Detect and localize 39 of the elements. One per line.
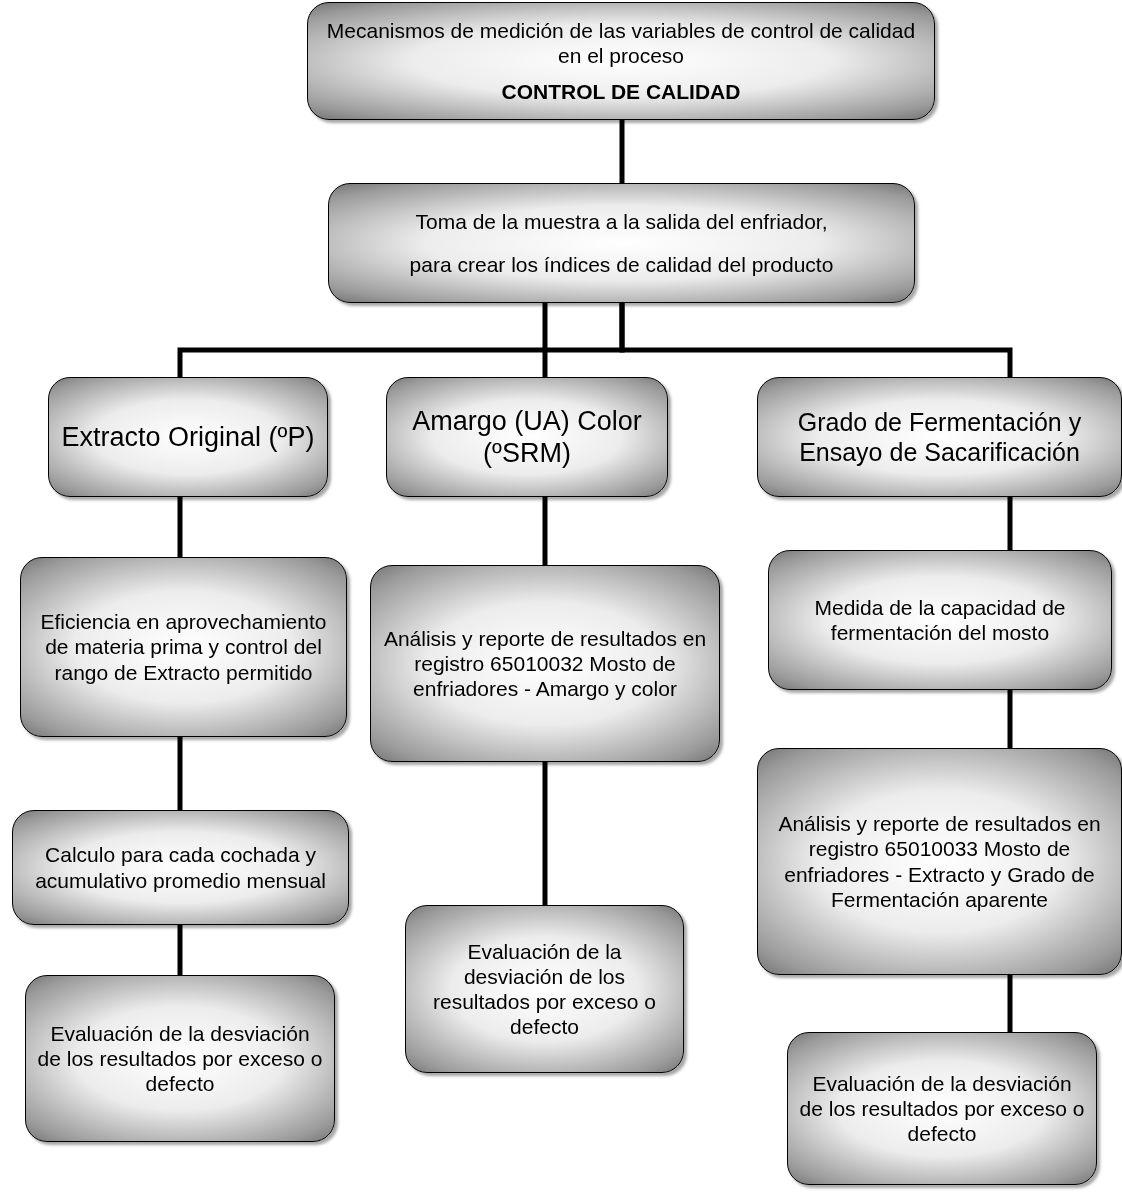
box-text: Calculo para cada cochada y acumulativo promedio mensual — [34, 842, 327, 893]
connector-line — [619, 303, 1013, 377]
rounded-box — [12, 810, 349, 925]
connector-line — [1007, 975, 1013, 1032]
box-text: Evaluación de la desviación de los resultados por exceso o defecto — [36, 1020, 324, 1097]
rounded-box — [307, 2, 935, 120]
box-heading: CONTROL DE CALIDAD — [501, 78, 741, 104]
box-text: Eficiencia en aprovechamiento de materia prima y control del rango de Extracto permitido — [39, 609, 328, 685]
box-text: Toma de la muestra a la salida del enfriador, — [415, 208, 828, 234]
box-text: Análisis y reporte de resultados en registro 65010033 Mosto de enfriadores - Extracto y Grado de Fermentación aparente — [777, 811, 1102, 912]
connector-line — [177, 737, 183, 810]
box-text: Medida de la capacidad de fermentación del mosto — [813, 594, 1067, 646]
connector-line — [619, 120, 625, 183]
rounded-box — [405, 905, 684, 1073]
connector-line — [1007, 497, 1013, 550]
connector-line — [1007, 690, 1013, 748]
connector-line — [542, 762, 548, 905]
connector-line — [177, 925, 183, 975]
box-text: Análisis y reporte de resultados en registro 65010032 Mosto de enfriadores - Amargo y color — [382, 625, 708, 702]
rounded-box — [25, 975, 335, 1142]
box-text: Mecanismos de medición de las variables de control de calidad en el proceso — [325, 18, 917, 69]
rounded-box — [768, 550, 1112, 690]
connector-line — [542, 303, 548, 377]
box-text: para crear los índices de calidad del producto — [409, 252, 834, 278]
connector-line — [542, 497, 548, 565]
rounded-box — [386, 377, 668, 497]
box-text: Extracto Original (ºP) — [61, 420, 315, 454]
rounded-box — [48, 377, 328, 497]
box-text: Evaluación de la desviación de los resultados por exceso o defecto — [798, 1070, 1086, 1147]
rounded-box — [757, 748, 1122, 975]
rounded-box — [757, 377, 1122, 497]
rounded-box — [328, 183, 915, 303]
box-text: Amargo (UA) Color (ºSRM) — [411, 404, 643, 470]
box-text: Grado de Fermentación y Ensayo de Sacarificación — [796, 407, 1083, 467]
box-text: Evaluación de la desviación de los resultados por exceso o defecto — [432, 938, 657, 1040]
rounded-box — [370, 565, 720, 762]
rounded-box — [787, 1032, 1097, 1185]
rounded-box — [20, 557, 347, 737]
connector-line — [177, 497, 183, 557]
